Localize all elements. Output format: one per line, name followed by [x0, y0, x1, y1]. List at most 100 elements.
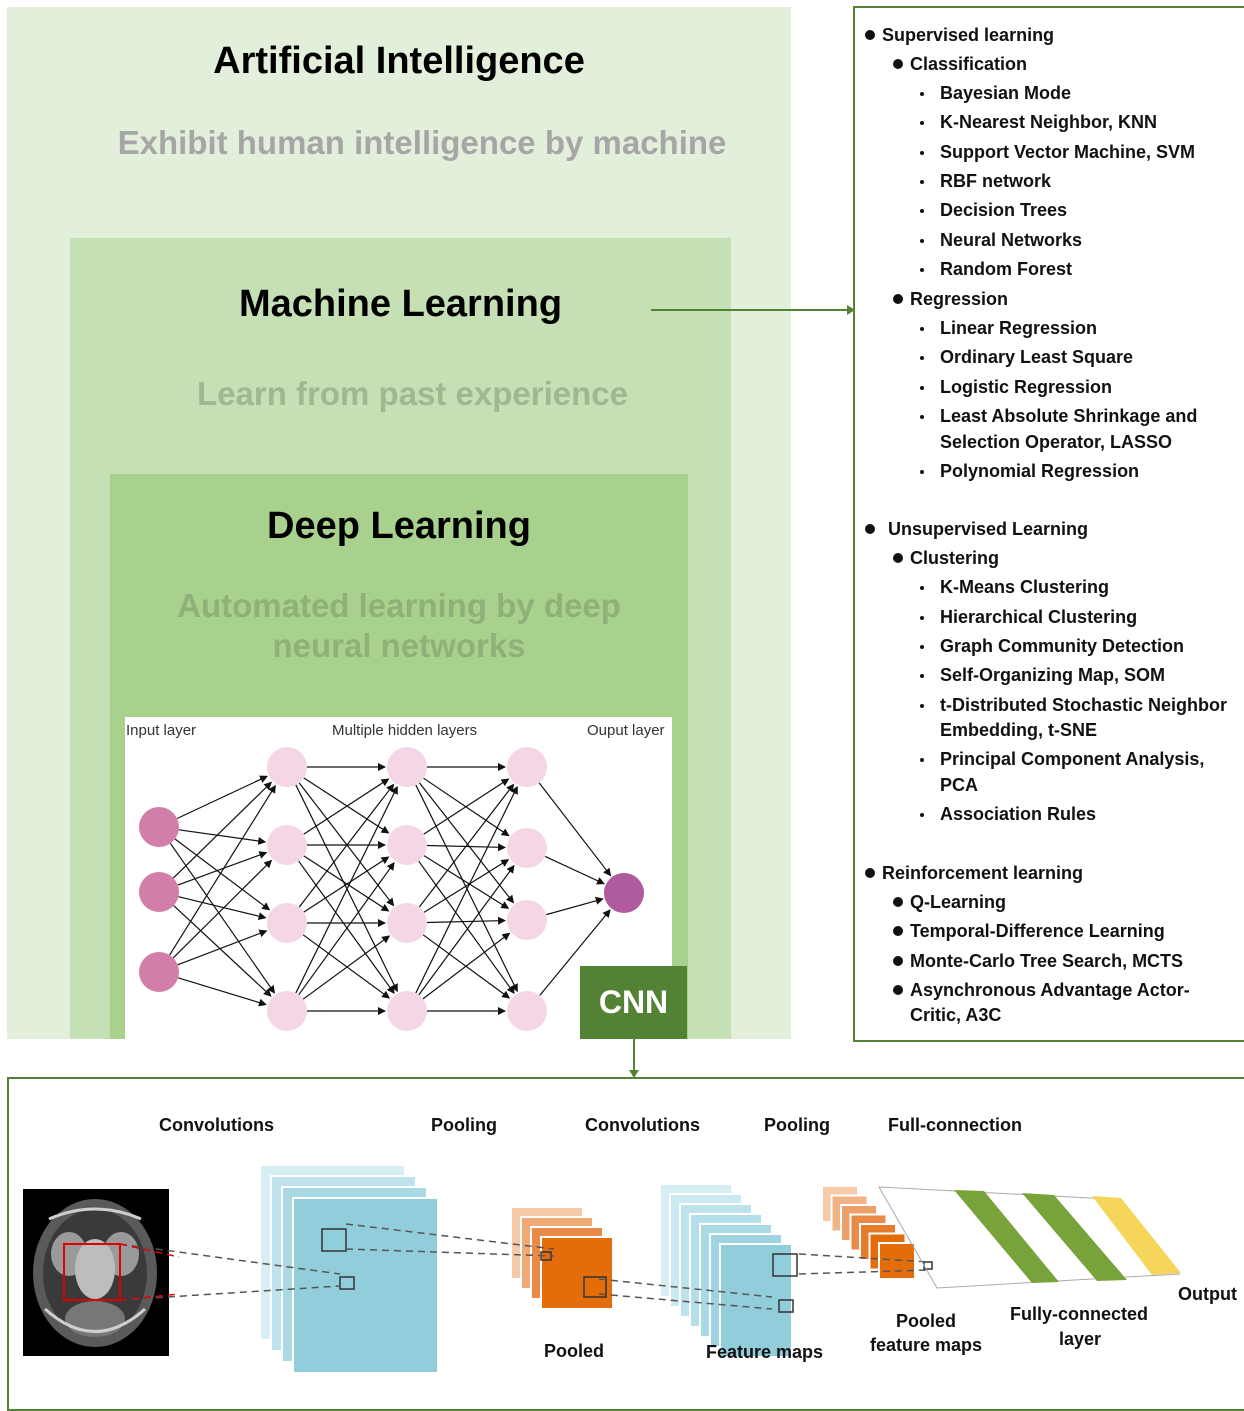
- nn-connection: [303, 856, 390, 913]
- nn-connection: [538, 782, 612, 877]
- bullet: [920, 180, 924, 184]
- pooled-map: [540, 1236, 614, 1310]
- input-layer-label: Input layer: [126, 722, 197, 739]
- list-item: Selection Operator, LASSO: [940, 432, 1173, 452]
- hidden-node: [507, 828, 547, 868]
- dl-title: Deep Learning: [267, 505, 531, 547]
- bullet: [920, 758, 924, 762]
- hidden-node: [507, 991, 547, 1031]
- nn-connection: [426, 916, 507, 925]
- nn-connection: [177, 929, 268, 966]
- bullet: [920, 645, 924, 649]
- mri-scan-image: [23, 1189, 169, 1356]
- list-item: Ordinary Least Square: [940, 347, 1134, 367]
- nn-connection: [418, 864, 515, 996]
- list-item: Polynomial Regression: [940, 461, 1140, 481]
- nn-connection: [539, 909, 611, 996]
- input-node: [139, 807, 179, 847]
- cnn-to-pipeline-arrow: [629, 1038, 639, 1078]
- bullet: [920, 674, 924, 678]
- bullet: [920, 209, 924, 213]
- stage-label: Full-connection: [888, 1115, 1022, 1135]
- nn-connection: [546, 896, 604, 916]
- list-item: Principal Component Analysis,: [940, 749, 1205, 769]
- hidden-node: [267, 825, 307, 865]
- nn-connection: [169, 784, 276, 956]
- receptive-field-box: [778, 1299, 794, 1313]
- feature-map: [292, 1197, 439, 1374]
- clustering-title: Clustering: [910, 548, 1000, 568]
- convolution-feature-maps-1: [259, 1164, 439, 1374]
- supervised-title: Supervised learning: [882, 25, 1055, 45]
- stage-label: Convolutions: [585, 1115, 700, 1135]
- list-item: Temporal-Difference Learning: [910, 921, 1165, 941]
- hidden-node: [507, 900, 547, 940]
- list-item: PCA: [940, 775, 979, 795]
- nn-connection: [169, 843, 276, 994]
- feature-maps-label: Feature maps: [706, 1342, 824, 1362]
- bullet: [920, 586, 924, 590]
- list-item: Support Vector Machine, SVM: [940, 142, 1196, 162]
- hidden-node: [267, 991, 307, 1031]
- input-node: [139, 952, 179, 992]
- ml-methods-panel: Supervised learning Classification Bayes…: [853, 6, 1244, 1042]
- hidden-node: [387, 747, 427, 787]
- classification-title: Classification: [910, 54, 1028, 74]
- list-item: Asynchronous Advantage Actor-: [910, 980, 1190, 1000]
- output-label: Output: [1178, 1284, 1237, 1304]
- nn-connection: [303, 777, 390, 834]
- nn-connection: [423, 778, 510, 835]
- neural-network-diagram: [139, 747, 644, 1031]
- hidden-node: [507, 747, 547, 787]
- ml-title: Machine Learning: [238, 283, 563, 325]
- bullet: [893, 897, 903, 907]
- list-item: Monte-Carlo Tree Search, MCTS: [910, 951, 1184, 971]
- ai-title: Artificial Intelligence: [213, 40, 585, 82]
- convolution-feature-maps-2: [659, 1183, 793, 1358]
- bullet: [920, 268, 924, 272]
- stage-label: Convolutions: [159, 1115, 274, 1135]
- reinforcement-title: Reinforcement learning: [882, 863, 1084, 883]
- bullet: [920, 121, 924, 125]
- nn-connection: [298, 860, 395, 994]
- list-item: t-Distributed Stochastic Neighbor: [940, 695, 1228, 715]
- bullet: [893, 59, 903, 69]
- list-item: Graph Community Detection: [940, 636, 1185, 656]
- fully-connected-label: layer: [1059, 1329, 1102, 1349]
- nn-connection: [423, 859, 510, 913]
- list-item: Logistic Regression: [940, 377, 1113, 397]
- regression-title: Regression: [910, 289, 1009, 309]
- output-node: [604, 873, 644, 913]
- list-item: Self-Organizing Map, SOM: [940, 665, 1166, 685]
- receptive-field-box: [772, 1253, 798, 1277]
- hidden-node: [387, 903, 427, 943]
- hidden-node: [267, 747, 307, 787]
- nn-connection: [415, 785, 518, 994]
- nn-connection: [177, 977, 267, 1007]
- list-item: RBF network: [940, 171, 1052, 191]
- input-node: [139, 872, 179, 912]
- bullet: [865, 524, 875, 534]
- nn-connection: [172, 781, 272, 879]
- bullet: [893, 294, 903, 304]
- nn-connection: [174, 838, 271, 911]
- nn-connection: [418, 783, 515, 908]
- bullet: [893, 926, 903, 936]
- bullet: [920, 470, 924, 474]
- nn-connection: [295, 784, 398, 993]
- bullet: [865, 30, 875, 40]
- list-item: Decision Trees: [940, 200, 1068, 220]
- bullet: [920, 327, 924, 331]
- list-item: Bayesian Mode: [940, 83, 1072, 103]
- list-item: Least Absolute Shrinkage and: [940, 406, 1198, 426]
- nn-connection: [418, 782, 515, 904]
- nn-connection: [423, 855, 510, 909]
- list-item: Q-Learning: [910, 892, 1007, 912]
- dl-subtitle-line1: Automated learning by deep: [177, 587, 621, 624]
- bullet: [920, 704, 924, 708]
- bullet: [865, 868, 875, 878]
- list-item: Critic, A3C: [910, 1005, 1002, 1025]
- nn-connection: [302, 934, 391, 999]
- stage-label: Pooling: [431, 1115, 497, 1135]
- bullet: [893, 553, 903, 563]
